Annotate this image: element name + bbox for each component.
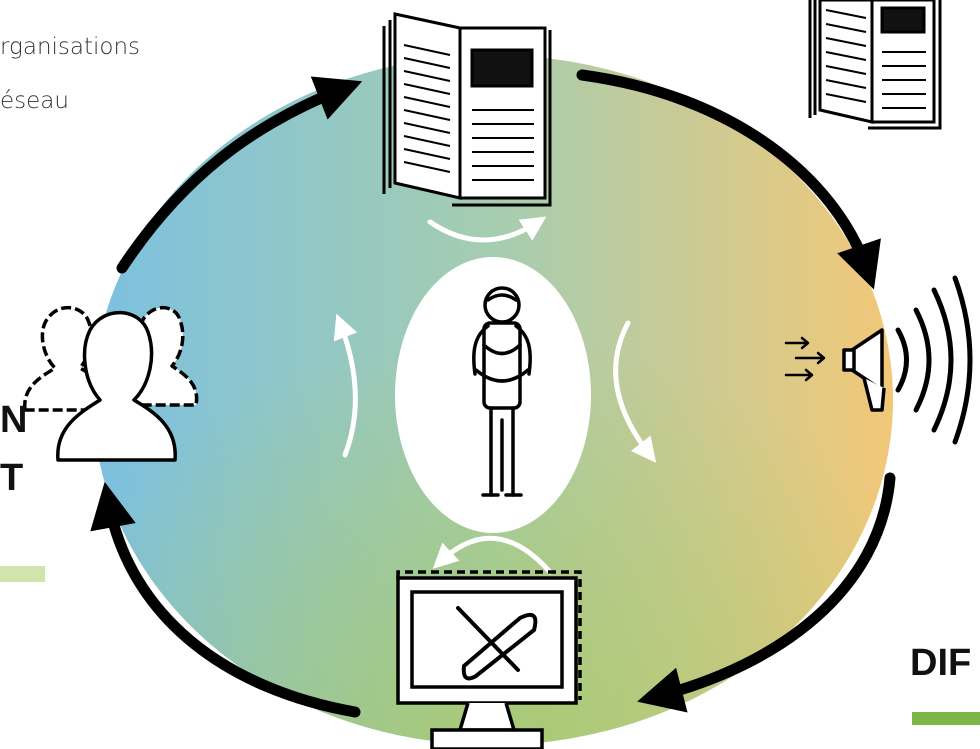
top-left-text-line1: rganisations <box>0 34 140 60</box>
inner-arrow-bottom <box>432 535 553 575</box>
inner-arrow-right <box>613 320 657 463</box>
outer-arrows <box>90 69 896 718</box>
open-book-icon <box>382 12 552 207</box>
arrow-bottom-right <box>637 472 896 713</box>
left-fragment-top: N <box>0 399 27 441</box>
arrow-top-left <box>116 76 363 274</box>
arrow-bottom-left <box>90 481 361 718</box>
arrow-top-right <box>576 69 881 290</box>
left-underline <box>0 566 45 582</box>
center-disc <box>395 257 591 533</box>
left-fragment-bottom: T <box>0 457 23 499</box>
group-people-icon <box>23 306 199 462</box>
accent-bar <box>912 712 980 725</box>
right-fragment: DIF <box>910 642 971 684</box>
megaphone-icon <box>784 275 973 445</box>
top-left-text-line2: éseau <box>0 88 69 114</box>
person-icon <box>472 286 532 497</box>
booklet-icon <box>808 0 942 130</box>
inner-arrows <box>333 216 657 575</box>
inner-arrow-left <box>333 313 358 458</box>
computer-tools-icon <box>396 570 582 749</box>
inner-arrow-top <box>427 216 547 243</box>
